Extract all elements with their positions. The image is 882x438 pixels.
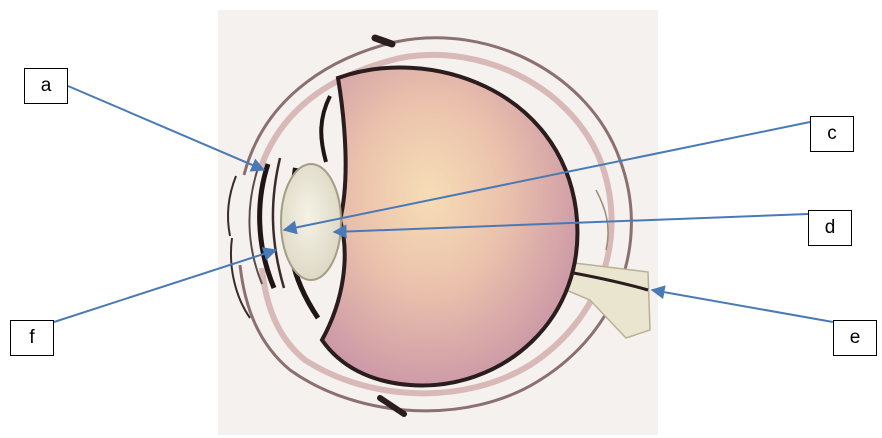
label-d: d: [808, 210, 852, 246]
label-a: a: [24, 68, 68, 104]
label-f: f: [10, 320, 54, 356]
label-e: e: [833, 320, 877, 356]
label-c: c: [810, 116, 854, 152]
lens: [281, 164, 341, 280]
arrow-e: [652, 290, 833, 322]
